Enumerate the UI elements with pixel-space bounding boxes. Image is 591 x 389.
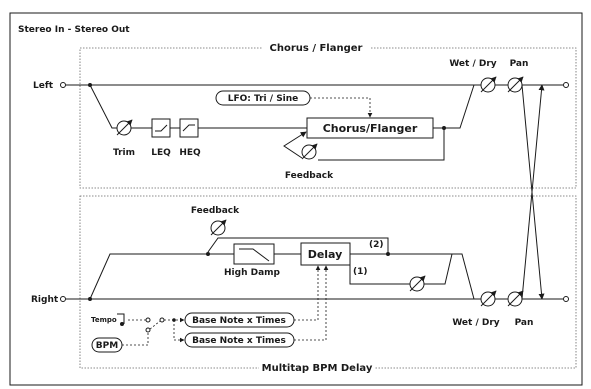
left-input-label: Left bbox=[33, 81, 54, 91]
right-wetdry-label: Wet / Dry bbox=[452, 318, 499, 328]
base-note-label-1: Base Note x Times bbox=[192, 316, 286, 326]
leq-label: LEQ bbox=[151, 148, 171, 158]
heq-label: HEQ bbox=[179, 148, 201, 158]
left-wetdry-label: Wet / Dry bbox=[449, 59, 496, 69]
tap1-label: (1) bbox=[353, 267, 368, 277]
chorus-section-title: Chorus / Flanger bbox=[270, 43, 363, 54]
delay-feedback-line bbox=[207, 237, 389, 254]
trim-label: Trim bbox=[113, 148, 135, 158]
high-damp-block bbox=[233, 243, 275, 265]
high-damp-label: High Damp bbox=[224, 268, 281, 278]
diagram-frame bbox=[9, 12, 583, 386]
lfo-label: LFO: Tri / Sine bbox=[228, 94, 299, 104]
left-input-terminal bbox=[60, 82, 66, 88]
delay-section-title: Multitap BPM Delay bbox=[262, 363, 373, 374]
bpm-label: BPM bbox=[96, 341, 118, 351]
tap2-label: (2) bbox=[369, 240, 384, 250]
right-output-terminal bbox=[563, 296, 569, 302]
left-pan-label: Pan bbox=[510, 59, 529, 69]
cross-right-to-left bbox=[521, 84, 545, 300]
heq-block bbox=[179, 118, 199, 138]
chorus-feedback-label: Feedback bbox=[285, 171, 334, 181]
diagram-title: Stereo In - Stereo Out bbox=[18, 25, 130, 35]
right-pan-label: Pan bbox=[515, 318, 534, 328]
delay-feedback-label: Feedback bbox=[191, 206, 240, 216]
chorus-feedback-line bbox=[318, 128, 445, 161]
right-input-terminal bbox=[60, 296, 66, 302]
delay-section bbox=[79, 195, 577, 369]
delay-label: Delay bbox=[308, 248, 343, 261]
left-output-terminal bbox=[563, 82, 569, 88]
tap1-line bbox=[349, 260, 410, 285]
base-note-label-2: Base Note x Times bbox=[192, 336, 286, 346]
right-wet-line bbox=[89, 253, 234, 300]
left-wet-line bbox=[89, 84, 152, 129]
tap2-out-line bbox=[388, 253, 475, 300]
leq-block bbox=[151, 118, 171, 138]
note-icon bbox=[117, 313, 125, 324]
tempo-label: Tempo bbox=[91, 316, 117, 324]
right-input-label: Right bbox=[31, 295, 59, 305]
chorus-out-line bbox=[433, 84, 475, 129]
chorus-flanger-label: Chorus/Flanger bbox=[323, 122, 418, 135]
